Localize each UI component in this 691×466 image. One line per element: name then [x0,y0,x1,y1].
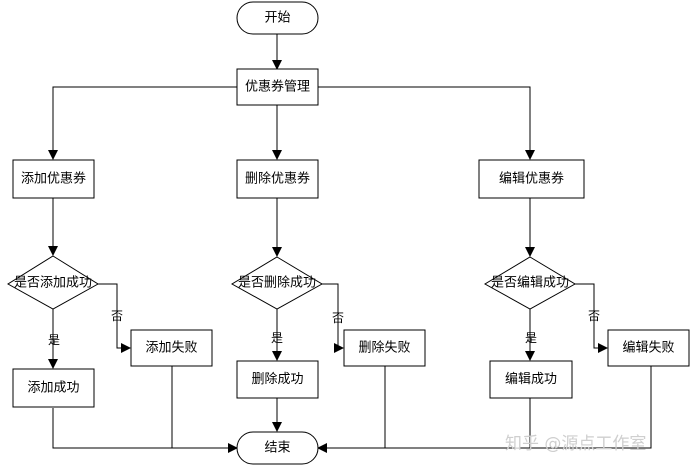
add-fail-node: 添加失败 [130,329,213,367]
edit-no-label: 否 [588,309,600,323]
edit-coupon-label: 编辑优惠券 [499,171,564,187]
delete-coupon-node: 删除优惠券 [236,159,319,199]
connectors [48,34,652,453]
delete-check-node: 是否删除成功 [231,256,323,310]
add-check-label: 是否添加成功 [14,276,92,291]
add-success-label: 添加成功 [27,381,79,396]
delete-success-label: 删除成功 [251,372,303,387]
edit-yes-label: 是 [525,331,537,345]
end-label: 结束 [264,441,290,456]
edge-left-to-end [52,408,238,453]
delete-fail-node: 删除失败 [343,329,426,367]
add-fail-label: 添加失败 [145,341,197,356]
edge-manage-edit [318,86,535,160]
edge-delete-no [322,283,344,353]
watermark-text: 知乎 @源点工作室 [505,434,646,454]
edge-edit-no [575,283,608,353]
add-no-label: 否 [111,309,123,323]
start-node: 开始 [236,1,319,35]
edge-manage-add [48,86,237,160]
edit-fail-label: 编辑失败 [622,341,674,356]
start-label: 开始 [264,11,290,26]
edge-add-no [98,283,131,353]
delete-no-label: 否 [332,311,344,325]
edge-right-to-end [317,366,652,453]
end-node: 结束 [236,431,319,465]
delete-fail-label: 删除失败 [358,341,410,356]
manage-node: 优惠券管理 [236,68,319,106]
delete-coupon-label: 删除优惠券 [245,171,310,187]
delete-check-label: 是否删除成功 [238,276,316,291]
edit-check-label: 是否编辑成功 [491,276,569,291]
edit-success-node: 编辑成功 [489,360,573,399]
add-coupon-node: 添加优惠券 [12,159,95,199]
edit-coupon-node: 编辑优惠券 [478,159,585,199]
add-check-node: 是否添加成功 [7,255,99,310]
add-success-node: 添加成功 [12,368,95,408]
add-coupon-label: 添加优惠券 [21,171,86,187]
delete-success-node: 删除成功 [236,360,319,399]
edit-success-label: 编辑成功 [505,372,557,387]
edit-fail-node: 编辑失败 [607,329,690,367]
delete-yes-label: 是 [271,331,283,345]
edit-check-node: 是否编辑成功 [484,256,576,310]
add-yes-label: 是 [48,333,60,347]
manage-label: 优惠券管理 [245,79,310,95]
